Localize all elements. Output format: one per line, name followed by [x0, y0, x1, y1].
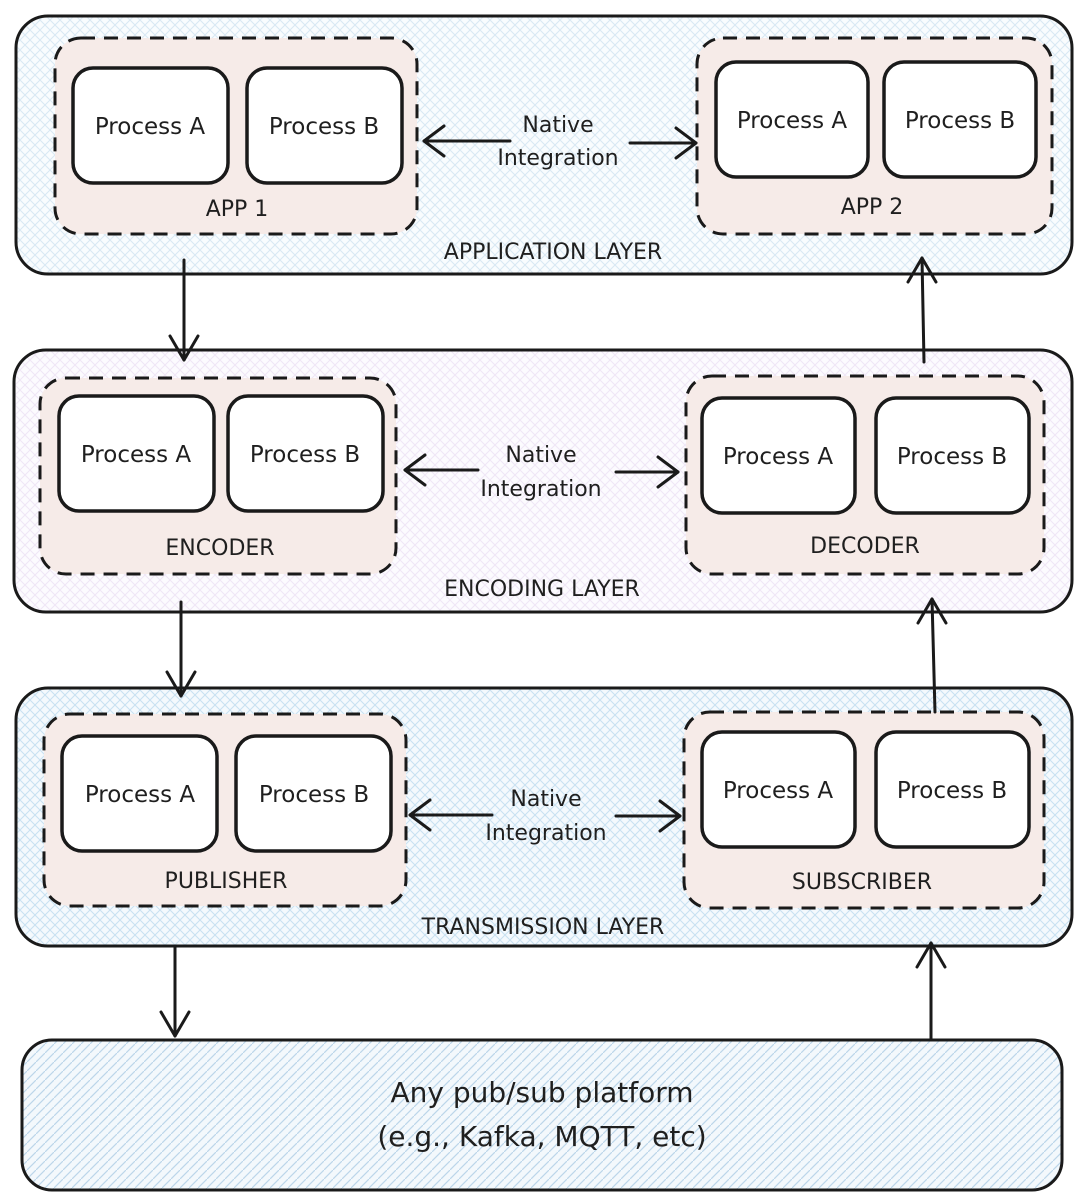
subscriber-process-b [874, 730, 1031, 849]
encoder-process-b [226, 394, 385, 513]
app1-process-a-label: Process A [95, 114, 206, 140]
app2-group: Process A Process B APP 2 [695, 36, 1054, 236]
app2-process-b [882, 60, 1038, 179]
application-layer-label: APPLICATION LAYER [444, 240, 662, 265]
trans-edge-label-line2: Integration [485, 821, 606, 846]
transmission-layer-label: TRANSMISSION LAYER [421, 915, 665, 940]
decoder-process-b [874, 396, 1031, 515]
app1-label: APP 1 [206, 197, 269, 222]
pubsub-platform-box [20, 1038, 1064, 1192]
decoder-process-a-label: Process A [723, 444, 834, 470]
decoder-label: DECODER [810, 534, 920, 559]
app1-group: Process A Process B APP 1 [53, 36, 419, 236]
app2-process-a-label: Process A [737, 108, 848, 134]
transmission-layer: Process A Process B PUBLISHER Process A … [14, 686, 1074, 948]
app1-to-encoder-arrow [168, 258, 200, 362]
app-native-integration-arrow [422, 124, 698, 160]
decoder-process-a [700, 396, 857, 515]
app1-process-b [245, 66, 404, 185]
subscriber-group: Process A Process B SUBSCRIBER [682, 710, 1046, 910]
encoder-to-publisher-arrow [165, 600, 197, 698]
encoder-process-a-label: Process A [81, 442, 192, 468]
platform-line1: Any pub/sub platform [390, 1076, 693, 1109]
app-edge-label-line2: Integration [497, 146, 618, 171]
encoder-process-a [57, 394, 216, 513]
app-edge-label-line1: Native [522, 113, 593, 138]
publisher-group: Process A Process B PUBLISHER [42, 712, 408, 908]
enc-edge-label-line2: Integration [480, 477, 601, 502]
enc-native-integration-arrow [403, 453, 680, 489]
encoding-layer: Process A Process B ENCODER Process A Pr… [12, 348, 1074, 614]
trans-edge-label-line1: Native [510, 787, 581, 812]
platform-line2: (e.g., Kafka, MQTT, etc) [377, 1120, 706, 1153]
app2-process-a [714, 60, 870, 179]
platform-to-subscriber-arrow [915, 941, 947, 1042]
decoder-to-app2-arrow [906, 256, 938, 364]
subscriber-to-decoder-arrow [916, 597, 948, 714]
publisher-process-a [60, 734, 219, 853]
application-layer: Process A Process B APP 1 Process A Proc… [14, 14, 1074, 276]
subscriber-process-a [700, 730, 857, 849]
subscriber-process-a-label: Process A [723, 778, 834, 804]
encoding-layer-label: ENCODING LAYER [444, 577, 640, 602]
encoder-process-b-label: Process B [250, 442, 360, 468]
app2-label: APP 2 [841, 195, 904, 220]
subscriber-label: SUBSCRIBER [792, 870, 932, 895]
publisher-process-a-label: Process A [85, 782, 196, 808]
decoder-group: Process A Process B DECODER [684, 374, 1046, 576]
app2-process-b-label: Process B [905, 108, 1015, 134]
publisher-to-platform-arrow [159, 944, 191, 1038]
app1-process-a [71, 66, 230, 185]
enc-edge-label-line1: Native [505, 443, 576, 468]
publisher-label: PUBLISHER [165, 869, 288, 894]
subscriber-process-b-label: Process B [897, 778, 1007, 804]
publisher-process-b [234, 734, 393, 853]
publisher-process-b-label: Process B [259, 782, 369, 808]
encoder-label: ENCODER [165, 536, 274, 561]
encoder-group: Process A Process B ENCODER [38, 376, 398, 576]
pubsub-platform: Any pub/sub platform (e.g., Kafka, MQTT,… [20, 1038, 1064, 1192]
trans-native-integration-arrow [408, 798, 682, 833]
app1-process-b-label: Process B [269, 114, 379, 140]
decoder-process-b-label: Process B [897, 444, 1007, 470]
